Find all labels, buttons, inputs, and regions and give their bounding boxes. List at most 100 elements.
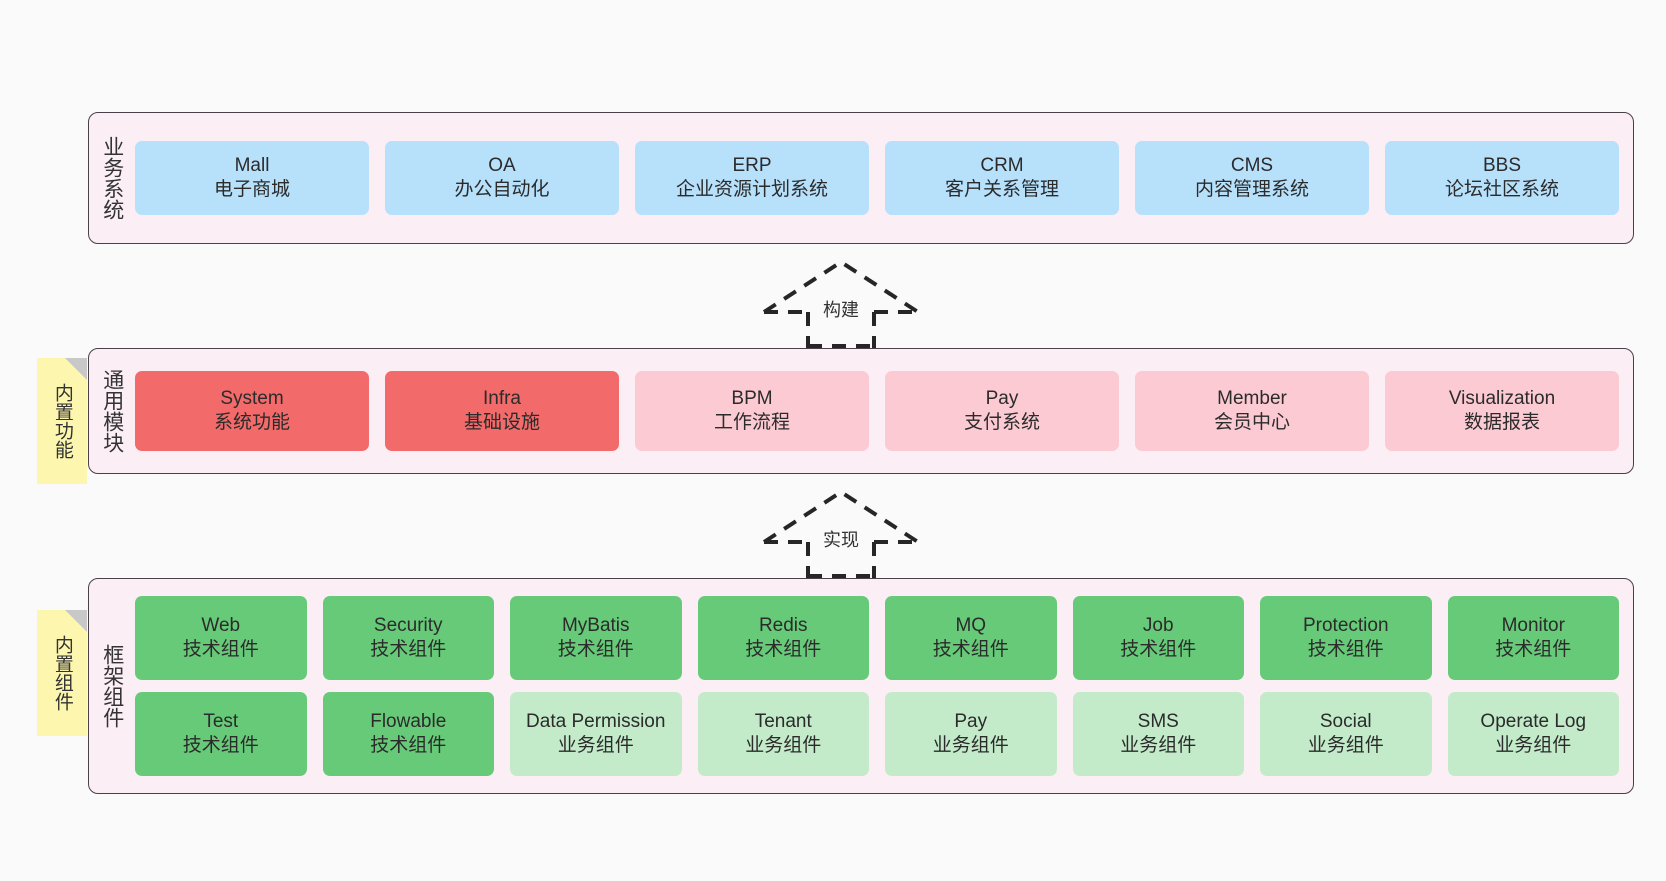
box-title: Infra: [482, 387, 522, 409]
box-row: Mall 电子商城 OA 办公自动化 ERP 企业资源计划系统 CRM 客户关系…: [135, 141, 1619, 215]
box-mall[interactable]: Mall 电子商城: [135, 141, 369, 215]
layer-title-modules: 通用模块: [100, 369, 124, 453]
box-crm[interactable]: CRM 客户关系管理: [885, 141, 1119, 215]
box-subtitle: 系统功能: [213, 412, 290, 433]
box-title: BPM: [731, 387, 773, 409]
box-protection[interactable]: Protection 技术组件: [1260, 596, 1432, 680]
layer-body-modules: System 系统功能 Infra 基础设施 BPM 工作流程 Pay 支付系统…: [135, 349, 1633, 473]
box-subtitle: 支付系统: [963, 412, 1040, 433]
box-title: Web: [201, 614, 241, 636]
connector-implement: 实现: [756, 488, 926, 578]
box-erp[interactable]: ERP 企业资源计划系统: [635, 141, 869, 215]
box-title: MQ: [955, 614, 987, 636]
box-flowable[interactable]: Flowable 技术组件: [322, 692, 494, 776]
box-title: Test: [203, 710, 239, 732]
box-title: Member: [1217, 387, 1287, 409]
box-visualization[interactable]: Visualization 数据报表: [1385, 371, 1619, 451]
layer-business-systems: 业务系统 Mall 电子商城 OA 办公自动化 ERP 企业资源计划系统 CRM…: [88, 112, 1634, 244]
layer-framework-components: 框架组件 Web 技术组件 Security 技术组件 MyBatis 技术组件…: [88, 578, 1634, 794]
box-pay-component[interactable]: Pay 业务组件: [885, 692, 1057, 776]
box-subtitle: 技术组件: [182, 735, 259, 756]
dashed-hollow-arrow-icon: [762, 259, 920, 348]
layer-title-framework: 框架组件: [100, 644, 124, 728]
box-sms[interactable]: SMS 业务组件: [1072, 692, 1244, 776]
box-title: CMS: [1230, 154, 1274, 176]
box-title: Data Permission: [526, 710, 666, 732]
box-oa[interactable]: OA 办公自动化: [385, 141, 619, 215]
box-subtitle: 会员中心: [1213, 412, 1290, 433]
layer-common-modules: 通用模块 System 系统功能 Infra 基础设施 BPM 工作流程 Pay…: [88, 348, 1634, 474]
box-monitor[interactable]: Monitor 技术组件: [1447, 596, 1619, 680]
box-test[interactable]: Test 技术组件: [135, 692, 307, 776]
box-subtitle: 技术组件: [182, 639, 259, 660]
box-row: Test 技术组件 Flowable 技术组件 Data Permission …: [135, 692, 1619, 776]
box-title: System: [220, 387, 284, 409]
box-title: Flowable: [370, 710, 447, 732]
box-subtitle: 数据报表: [1463, 412, 1540, 433]
box-title: Security: [373, 614, 443, 636]
box-pay-module[interactable]: Pay 支付系统: [885, 371, 1119, 451]
box-redis[interactable]: Redis 技术组件: [697, 596, 869, 680]
box-title: MyBatis: [561, 614, 630, 636]
box-security[interactable]: Security 技术组件: [322, 596, 494, 680]
box-bbs[interactable]: BBS 论坛社区系统: [1385, 141, 1619, 215]
box-title: Pay: [954, 710, 988, 732]
box-subtitle: 业务组件: [1495, 735, 1572, 756]
box-title: Protection: [1302, 614, 1389, 636]
box-subtitle: 技术组件: [557, 639, 634, 660]
box-title: Visualization: [1448, 387, 1556, 409]
layer-body-framework: Web 技术组件 Security 技术组件 MyBatis 技术组件 Redi…: [135, 579, 1633, 793]
box-subtitle: 论坛社区系统: [1444, 179, 1559, 200]
box-infra[interactable]: Infra 基础设施: [385, 371, 619, 451]
box-mq[interactable]: MQ 技术组件: [885, 596, 1057, 680]
box-operate-log[interactable]: Operate Log 业务组件: [1447, 692, 1619, 776]
box-subtitle: 业务组件: [1307, 735, 1384, 756]
box-subtitle: 技术组件: [745, 639, 822, 660]
box-title: ERP: [732, 154, 772, 176]
connector-label: 实现: [823, 530, 859, 550]
box-subtitle: 客户关系管理: [944, 179, 1059, 200]
box-row: System 系统功能 Infra 基础设施 BPM 工作流程 Pay 支付系统…: [135, 371, 1619, 451]
box-subtitle: 技术组件: [1120, 639, 1197, 660]
box-title: Tenant: [754, 710, 812, 732]
box-title: Job: [1142, 614, 1174, 636]
box-title: CRM: [980, 154, 1024, 176]
box-subtitle: 企业资源计划系统: [675, 179, 828, 200]
box-subtitle: 业务组件: [932, 735, 1009, 756]
box-subtitle: 技术组件: [932, 639, 1009, 660]
box-subtitle: 技术组件: [1307, 639, 1384, 660]
connector-build: 构建: [756, 258, 926, 348]
box-subtitle: 技术组件: [1495, 639, 1572, 660]
box-tenant[interactable]: Tenant 业务组件: [697, 692, 869, 776]
box-subtitle: 基础设施: [463, 412, 540, 433]
layer-title-business: 业务系统: [100, 136, 124, 220]
box-mybatis[interactable]: MyBatis 技术组件: [510, 596, 682, 680]
box-title: Mall: [234, 154, 270, 176]
box-bpm[interactable]: BPM 工作流程: [635, 371, 869, 451]
note-label: 内置功能: [51, 383, 73, 459]
box-title: Monitor: [1501, 614, 1565, 636]
box-social[interactable]: Social 业务组件: [1260, 692, 1432, 776]
dashed-hollow-arrow-icon: [762, 489, 920, 578]
box-data-permission[interactable]: Data Permission 业务组件: [510, 692, 682, 776]
box-subtitle: 业务组件: [745, 735, 822, 756]
box-subtitle: 内容管理系统: [1194, 179, 1309, 200]
box-subtitle: 业务组件: [557, 735, 634, 756]
box-cms[interactable]: CMS 内容管理系统: [1135, 141, 1369, 215]
box-subtitle: 工作流程: [713, 412, 790, 433]
box-row: Web 技术组件 Security 技术组件 MyBatis 技术组件 Redi…: [135, 596, 1619, 680]
box-system[interactable]: System 系统功能: [135, 371, 369, 451]
box-subtitle: 业务组件: [1120, 735, 1197, 756]
box-subtitle: 电子商城: [213, 179, 290, 200]
box-job[interactable]: Job 技术组件: [1072, 596, 1244, 680]
note-label: 内置组件: [51, 635, 73, 711]
box-member[interactable]: Member 会员中心: [1135, 371, 1369, 451]
box-title: Pay: [985, 387, 1019, 409]
box-subtitle: 办公自动化: [454, 179, 550, 200]
layer-body-business: Mall 电子商城 OA 办公自动化 ERP 企业资源计划系统 CRM 客户关系…: [135, 113, 1633, 243]
box-subtitle: 技术组件: [370, 735, 447, 756]
box-title: Redis: [758, 614, 808, 636]
box-title: SMS: [1137, 710, 1179, 732]
box-web[interactable]: Web 技术组件: [135, 596, 307, 680]
